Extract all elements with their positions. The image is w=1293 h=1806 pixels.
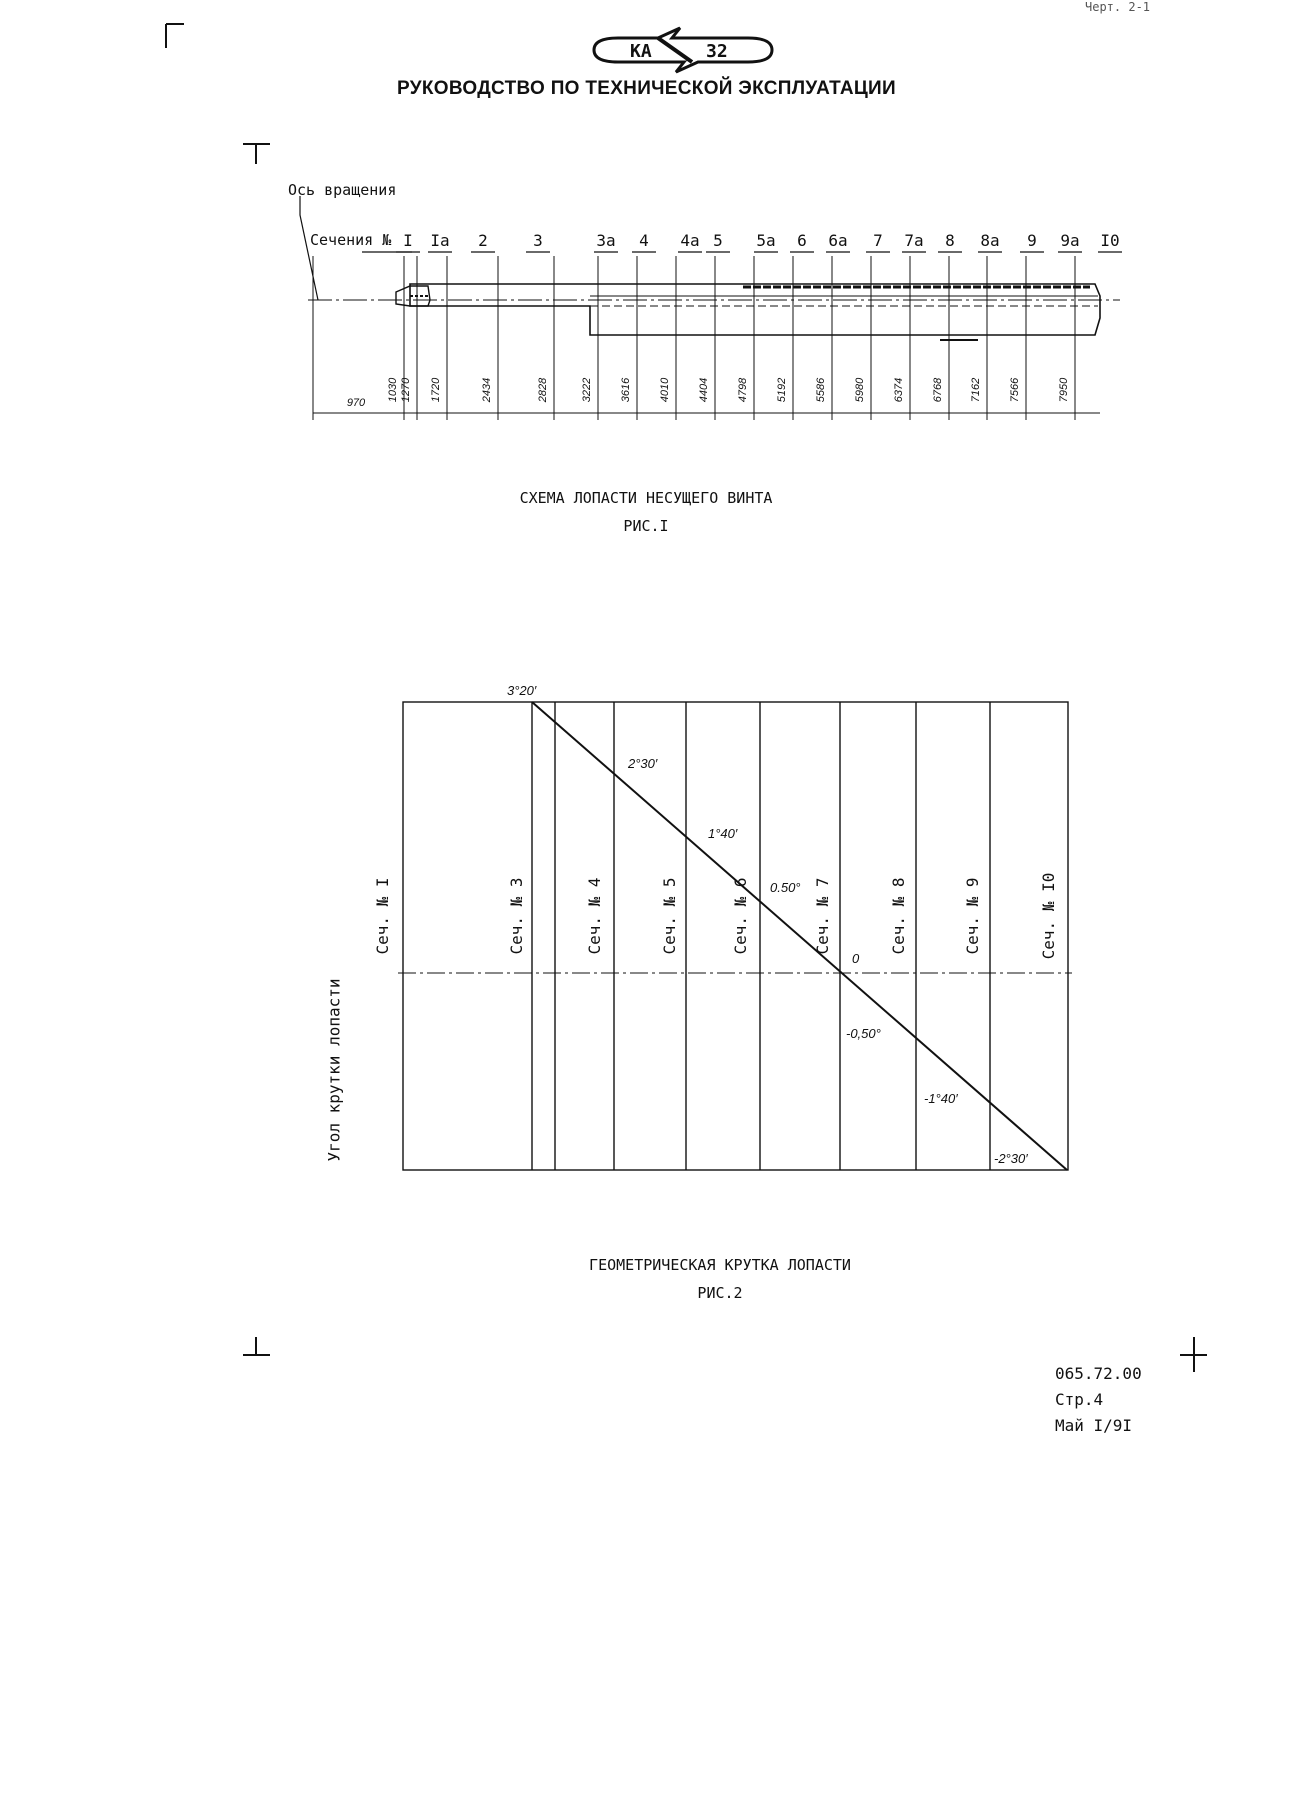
dimension-value: 4404: [698, 378, 710, 402]
figure1-caption: СХЕМА ЛОПАСТИ НЕСУЩЕГО ВИНТА: [519, 489, 773, 507]
section-label: Сеч. № 8: [889, 877, 908, 954]
dimension-value: 970: [347, 397, 366, 409]
angle-label: -2°30′: [994, 1151, 1028, 1166]
section-id-label: 8а: [980, 231, 999, 250]
twist-line: [531, 701, 1068, 1171]
dimension-value: 1030: [387, 377, 399, 402]
section-id-label: 6а: [828, 231, 847, 250]
rotation-axis-label: Ось вращения: [288, 181, 397, 199]
section-id-label: 5: [713, 231, 723, 250]
dimension-value: 6768: [932, 377, 944, 402]
dimension-value: 7162: [970, 378, 982, 402]
dimension-value: 5192: [776, 378, 788, 402]
angle-label: 3°20′: [507, 683, 537, 698]
angle-label: 1°40′: [708, 826, 738, 841]
dimension-value: 2828: [537, 377, 549, 403]
dimension-value: 3616: [620, 377, 632, 402]
section-id-label: 2: [478, 231, 488, 250]
dimension-value: 6374: [893, 378, 905, 402]
angle-label: 0.50°: [770, 880, 801, 895]
section-id-label: 4: [639, 231, 649, 250]
dimension-value: 1270: [400, 377, 412, 402]
section-id-label: 3а: [596, 231, 615, 250]
section-id-label: 3: [533, 231, 543, 250]
logo-right-text: 32: [706, 41, 728, 62]
dimension-value: 1720: [430, 377, 442, 402]
figure2-number: РИС.2: [697, 1284, 743, 1302]
logo-left-text: КА: [630, 41, 652, 62]
section-label: Сеч. № 6: [731, 877, 750, 954]
section-id-label: 6: [797, 231, 807, 250]
issue-date: Май I/9I: [1055, 1416, 1133, 1435]
section-id-label: 7а: [904, 231, 923, 250]
section-label: Сеч. № I0: [1039, 873, 1058, 960]
section-id-label: I: [403, 231, 413, 250]
dimension-value: 5980: [854, 377, 866, 402]
section-id-label: 5а: [756, 231, 775, 250]
logo: КА 32: [588, 24, 788, 78]
section-label: Сеч. № 4: [585, 877, 604, 954]
dimension-value: 3222: [581, 378, 593, 402]
dimension-value: 7566: [1009, 377, 1021, 402]
section-id-label: 4а: [680, 231, 699, 250]
angle-label: -0,50°: [846, 1026, 881, 1041]
section-label: Сеч. № 3: [507, 877, 526, 954]
figure2-caption: ГЕОМЕТРИЧЕСКАЯ КРУТКА ЛОПАСТИ: [589, 1256, 851, 1274]
dimension-value: 5586: [815, 377, 827, 402]
section-id-label: Iа: [430, 231, 449, 250]
angle-label: 0: [852, 951, 860, 966]
sections-label: Сечения №: [310, 231, 392, 249]
corner-mark: Черт. 2-1: [1085, 0, 1151, 14]
dimension-value: 4798: [737, 377, 749, 402]
angle-label: 2°30′: [627, 756, 658, 771]
dimension-value: 2434: [481, 378, 493, 403]
section-label: Сеч. № I: [373, 877, 392, 954]
section-id-label: 9а: [1060, 231, 1079, 250]
section-label: Сеч. № 5: [660, 877, 679, 954]
dimension-value: 4010: [659, 377, 671, 402]
doc-number: 065.72.00: [1055, 1364, 1142, 1383]
twist-diagram: Сеч. № I Сеч. № 3 Сеч. № 4 Сеч. № 5 Сеч. № 6…: [373, 683, 1072, 1171]
page-number: Стр.4: [1055, 1390, 1104, 1409]
section-label: Сеч. № 7: [813, 877, 832, 954]
page-title: РУКОВОДСТВО ПО ТЕХНИЧЕСКОЙ ЭКСПЛУАТАЦИИ: [397, 78, 896, 99]
section-id-label: I0: [1100, 231, 1119, 250]
dimension-value: 7950: [1058, 377, 1070, 402]
section-label: Сеч. № 9: [963, 877, 982, 954]
angle-label: -1°40′: [924, 1091, 958, 1106]
figure1-number: РИС.I: [623, 517, 669, 535]
section-id-label: 7: [873, 231, 883, 250]
section-id-label: 9: [1027, 231, 1037, 250]
section-id-label: 8: [945, 231, 955, 250]
diagram-frame: [402, 701, 1069, 1171]
